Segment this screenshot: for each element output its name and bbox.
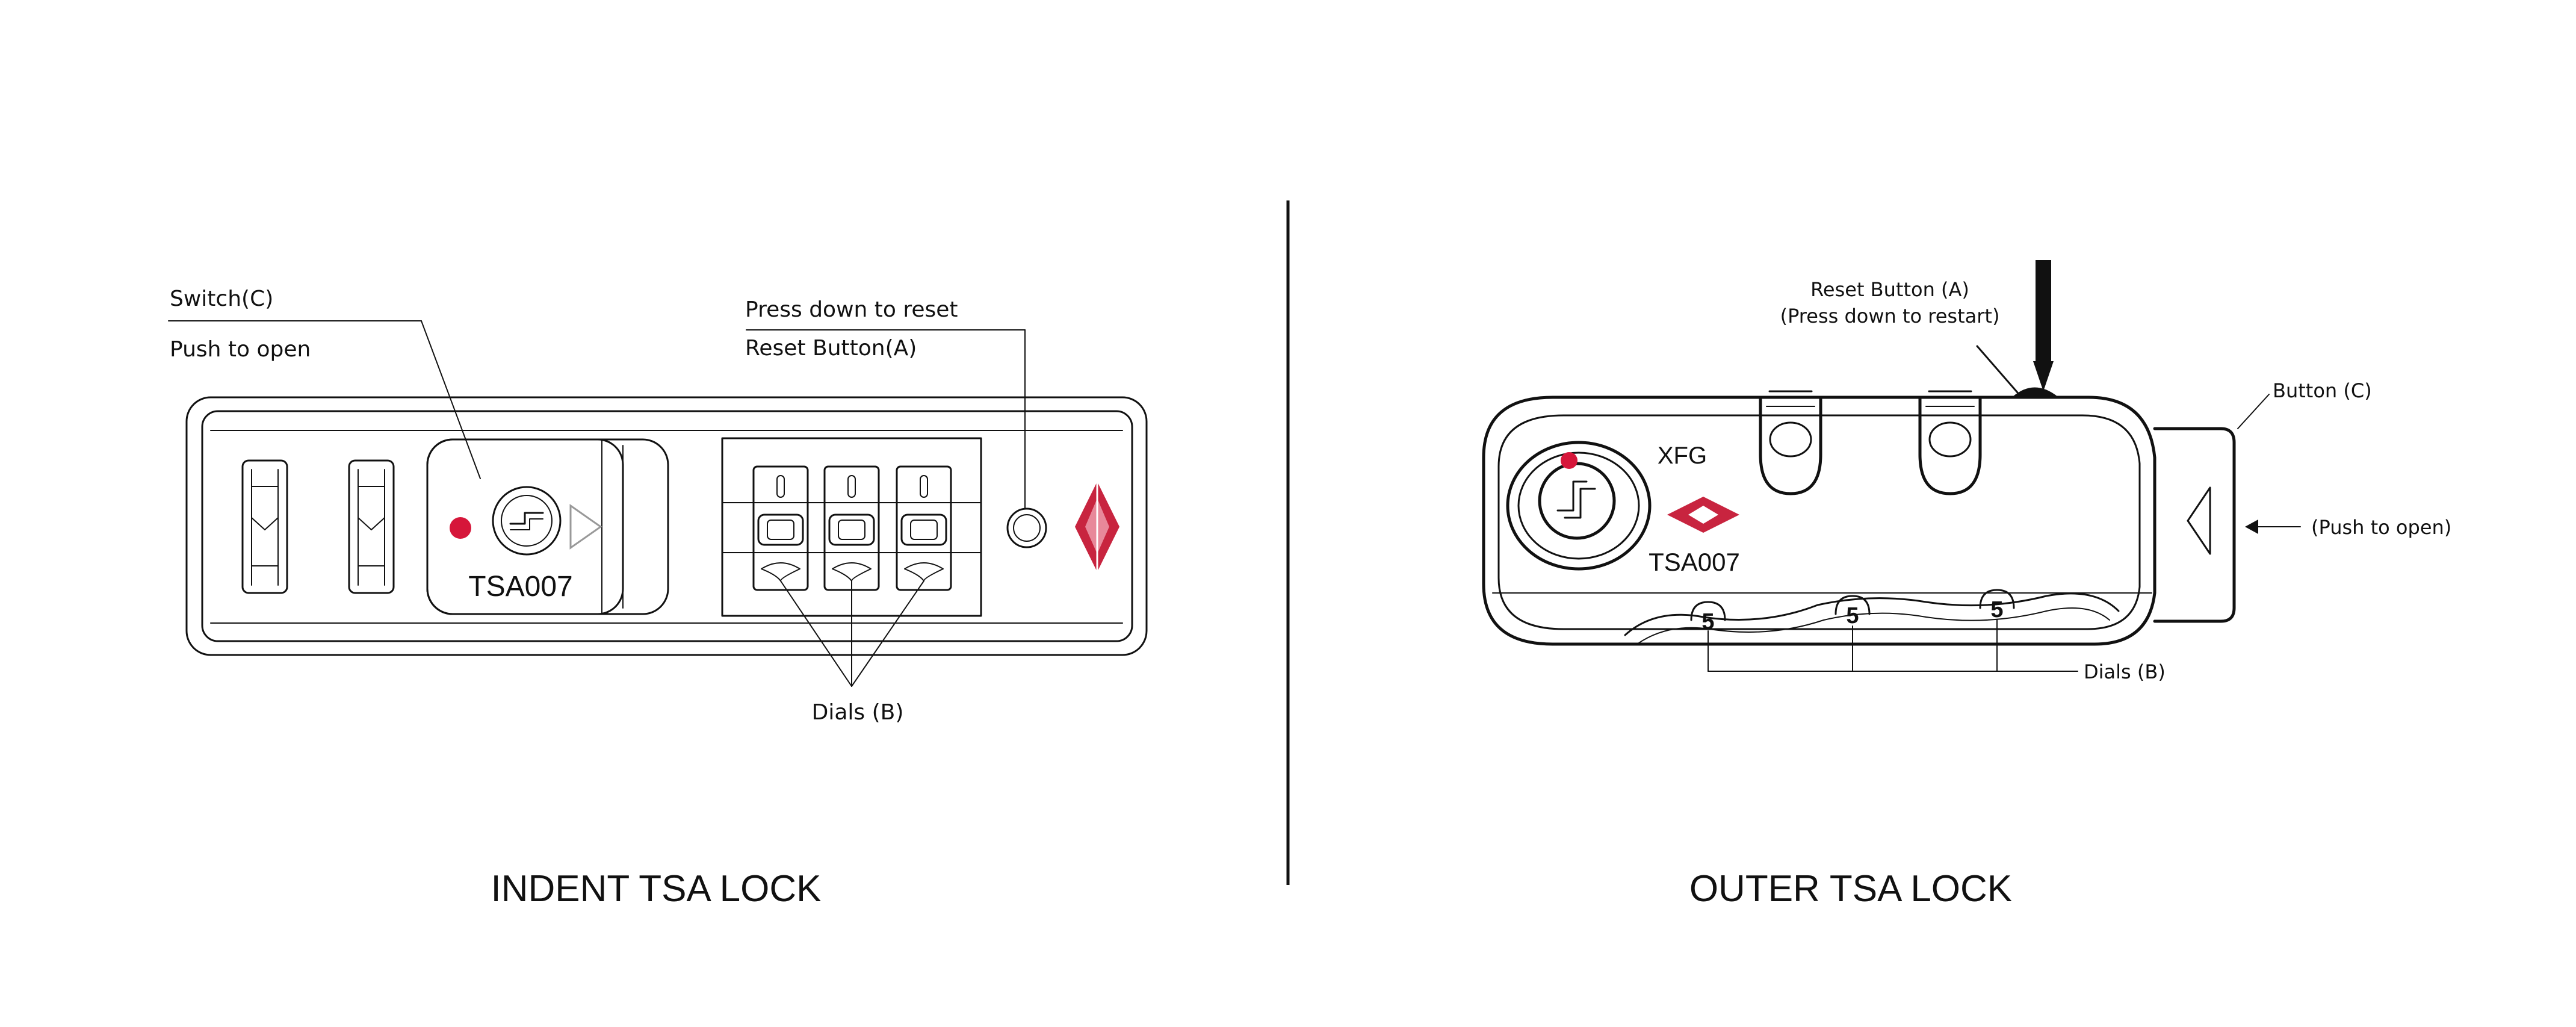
indent-model-text: TSA007 xyxy=(468,571,572,603)
outer-dial-3[interactable]: 5 xyxy=(1979,589,2015,622)
keyhole-icon xyxy=(492,486,562,556)
triangle-arrow-icon xyxy=(2187,486,2211,555)
outer-lock: XFG TSA007 5 5 5 Reset Button (A) xyxy=(1482,260,2451,910)
tsa-logo-icon xyxy=(1667,497,1739,533)
outer-reset-label: Reset Button (A) xyxy=(1810,278,1969,301)
tsa-logo-icon xyxy=(1075,482,1119,572)
indent-lock-dial-1[interactable] xyxy=(752,465,809,591)
indent-lock-switch[interactable]: TSA007 xyxy=(426,438,669,615)
indent-lock-reset-button[interactable] xyxy=(1006,507,1047,548)
outer-lock-reset-button[interactable] xyxy=(2010,387,2060,399)
indent-switch-label: Switch(C) xyxy=(170,287,273,311)
outer-dials-label: Dials (B) xyxy=(2084,660,2166,683)
outer-lock-dial-track xyxy=(1624,592,2120,645)
dial-digit: 5 xyxy=(1846,603,1859,628)
dial-digit: 5 xyxy=(1990,597,2003,622)
indent-lock-dial-2[interactable] xyxy=(823,465,880,591)
indent-dials-label: Dials (B) xyxy=(812,700,904,725)
outer-brand-text: XFG xyxy=(1658,442,1707,469)
dial-digit: 5 xyxy=(1701,609,1714,635)
indicator-red-dot xyxy=(450,517,471,539)
outer-button-callout: Button (C) xyxy=(2237,379,2372,429)
indent-press-label: Press down to reset xyxy=(745,297,958,322)
indent-reset-label: Reset Button(A) xyxy=(745,336,917,361)
indicator-red-dot xyxy=(1561,452,1577,469)
push-arrow-icon xyxy=(569,504,602,550)
outer-lock-push-button[interactable] xyxy=(2153,427,2236,623)
indent-lock-grip-left xyxy=(241,459,288,594)
outer-dial-1[interactable]: 5 xyxy=(1690,601,1726,635)
indent-switch-callout: Switch(C) Push to open xyxy=(168,287,481,479)
indent-lock-dial-3[interactable] xyxy=(896,465,952,591)
outer-push-callout: (Push to open) xyxy=(2245,516,2451,539)
indent-dials-callout: Dials (B) xyxy=(780,580,924,725)
outer-press-label: (Press down to restart) xyxy=(1780,305,2000,327)
outer-button-label: Button (C) xyxy=(2273,379,2372,402)
outer-model-text: TSA007 xyxy=(1649,548,1740,576)
indent-lock: TSA007 xyxy=(168,287,1148,910)
indent-lock-grip-right xyxy=(348,459,395,594)
indent-push-label: Push to open xyxy=(170,337,311,362)
indent-reset-callout: Press down to reset Reset Button(A) xyxy=(745,297,1026,509)
indent-lock-title: INDENT TSA LOCK xyxy=(491,868,822,910)
outer-dial-2[interactable]: 5 xyxy=(1834,595,1871,628)
outer-lock-body xyxy=(1482,396,2156,646)
outer-keyhole-icon[interactable] xyxy=(1506,441,1652,571)
outer-lock-clip-1 xyxy=(1759,390,1822,495)
reset-pointer-icon xyxy=(2036,260,2051,365)
outer-lock-clip-2 xyxy=(1918,390,1982,495)
outer-reset-callout: Reset Button (A) (Press down to restart) xyxy=(1780,260,2054,394)
outer-dials-callout: Dials (B) xyxy=(1708,619,2166,683)
outer-lock-title: OUTER TSA LOCK xyxy=(1689,868,2012,910)
indent-lock-casing xyxy=(185,396,1148,656)
outer-push-label: (Push to open) xyxy=(2311,516,2451,539)
